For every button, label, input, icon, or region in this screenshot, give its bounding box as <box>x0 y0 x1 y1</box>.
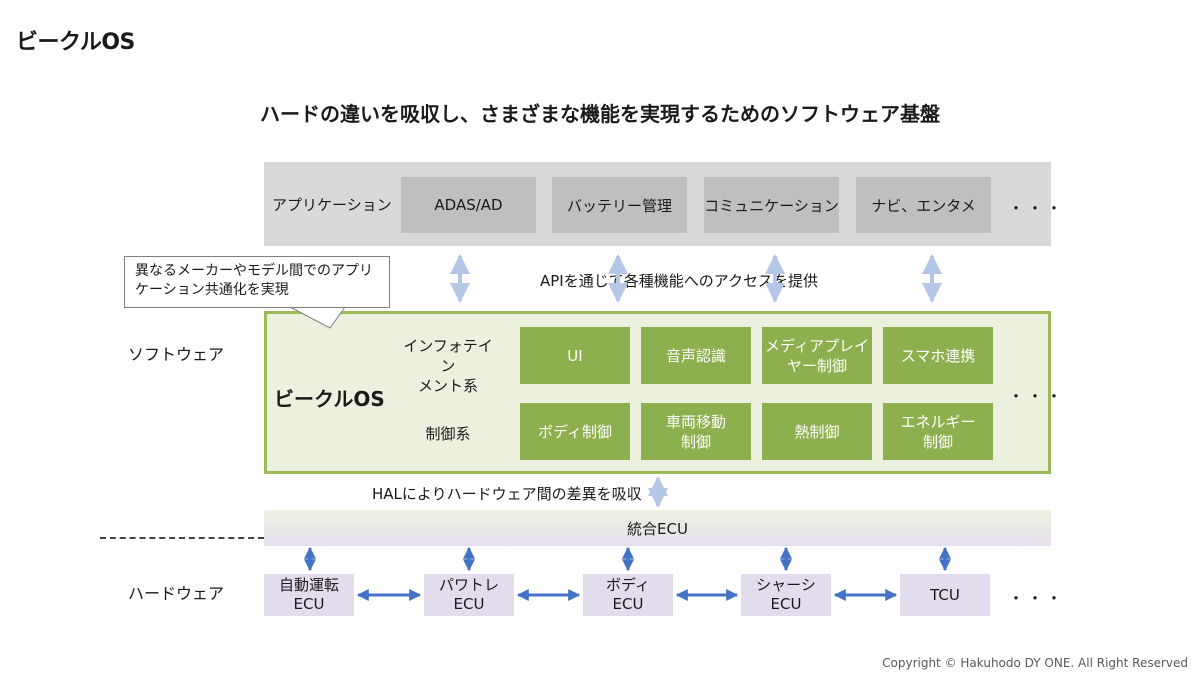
app-box-navi: ナビ、エンタメ <box>856 177 991 233</box>
diagram-subtitle: ハードの違いを吸収し、さまざまな機能を実現するためのソフトウェア基盤 <box>260 102 940 126</box>
hw-powertrain-ecu: パワトレ ECU <box>424 574 514 616</box>
hardware-label: ハードウェア <box>128 584 225 603</box>
app-box-battery: バッテリー管理 <box>552 177 687 233</box>
tile-smartphone-link: スマホ連携 <box>883 327 993 384</box>
infotainment-group-label: インフォテイン メント系 <box>403 337 493 395</box>
app-box-communication: コミュニケーション <box>704 177 839 233</box>
hw-chassis-ecu: シャーシ ECU <box>741 574 831 616</box>
hw-autonomous-ecu: 自動運転 ECU <box>264 574 354 616</box>
control-group-label: 制御系 <box>425 425 471 443</box>
os-more-dots: ・・・ <box>1008 387 1066 406</box>
tile-energy-control: エネルギー 制御 <box>883 403 993 460</box>
layer-divider <box>100 537 264 539</box>
hal-description: HALによりハードウェア間の差異を吸収 <box>372 485 642 503</box>
page-title: ビークルOS <box>16 30 135 55</box>
hw-tcu: TCU <box>900 574 990 616</box>
application-label: アプリケーション <box>272 196 392 214</box>
tile-media-player: メディアプレイ ヤー制御 <box>762 327 872 384</box>
callout-note: 異なるメーカーやモデル間でのアプリケーション共通化を実現 <box>124 256 390 308</box>
tile-vehicle-motion: 車両移動 制御 <box>641 403 751 460</box>
software-label: ソフトウェア <box>128 345 225 364</box>
copyright: Copyright © Hakuhodo DY ONE. All Right R… <box>882 656 1188 670</box>
callout-pointer <box>289 306 346 329</box>
tile-thermal-control: 熱制御 <box>762 403 872 460</box>
integrated-ecu-band: 統合ECU <box>264 510 1051 546</box>
tile-voice-recognition: 音声認識 <box>641 327 751 384</box>
app-box-adas: ADAS/AD <box>401 177 536 233</box>
tile-body-control: ボディ制御 <box>520 403 630 460</box>
hw-body-ecu: ボディ ECU <box>583 574 673 616</box>
vehicle-os-title: ビークルOS <box>274 387 385 411</box>
app-more-dots: ・・・ <box>1008 199 1066 218</box>
tile-ui: UI <box>520 327 630 384</box>
hw-more-dots: ・・・ <box>1008 589 1066 608</box>
